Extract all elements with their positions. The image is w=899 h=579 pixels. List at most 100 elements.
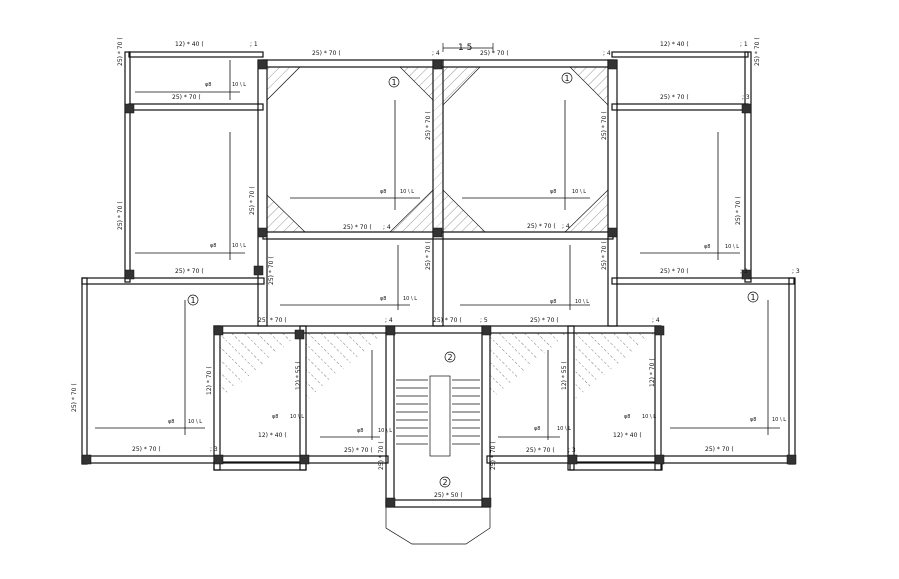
vertical-beam-label: 12) * 55 ( <box>295 361 302 390</box>
rebar-label: 10 \ L <box>403 296 417 302</box>
vertical-beam-label: 12) * 55 ( <box>561 361 568 390</box>
rebar-label: 10 \ L <box>642 414 656 420</box>
beam-label: 25) * 70 ( <box>527 223 556 230</box>
rebar-label: φ8 <box>380 296 386 302</box>
rebar-label: φ8 <box>534 426 540 432</box>
beam-label: 25) * 70 ( <box>660 268 689 275</box>
column <box>432 227 443 238</box>
beam-label: 25) * 70 ( <box>343 224 372 231</box>
column <box>213 325 224 336</box>
vertical-beam-label: 25) * 70 ( <box>601 241 608 270</box>
section-mark: ; 1 <box>250 41 258 48</box>
beam-label: 25) * 70 ( <box>344 447 373 454</box>
vertical-beam-label: 25) * 70 ( <box>378 441 385 470</box>
rebar-label: φ8 <box>272 414 278 420</box>
rebar-label: φ8 <box>205 82 211 88</box>
rebar-label: φ8 <box>624 414 630 420</box>
vertical-beam-label: 25) * 70 ( <box>117 201 124 230</box>
beam-label: 12) * 40 ( <box>613 432 642 439</box>
rebar-label: φ8 <box>550 189 556 195</box>
vertical-beam-label: 12) * 70 ( <box>649 358 656 387</box>
vertical-beam-label: 25) * 70 ( <box>490 441 497 470</box>
section-mark: ; 1 <box>740 41 748 48</box>
vertical-beam-label: 25) * 70 ( <box>268 256 275 285</box>
column <box>786 454 797 465</box>
slab-mark-circle <box>561 72 573 84</box>
hatched-zones <box>266 66 609 233</box>
small-marks: ; 1; 1; 4; 4; 3; 4; 4; 3; 4; 5; 4; 3; 3;… <box>210 41 800 454</box>
slab-mark-circle <box>444 351 456 363</box>
column <box>385 497 396 508</box>
rebar-label: 10 \ L <box>232 82 246 88</box>
beam-label: 25) * 70 ( <box>660 94 689 101</box>
beam-label: 25) * 70 ( <box>526 447 555 454</box>
top-dimension: 1 5 <box>442 43 494 53</box>
column <box>253 265 264 276</box>
slab-mark-number: 1 <box>191 296 196 305</box>
section-mark: ; 4 <box>603 50 611 57</box>
column <box>124 103 135 114</box>
beam-label: 25) * 70 ( <box>175 268 204 275</box>
beam-label: 25) * 70 ( <box>705 446 734 453</box>
beam-label: 12) * 40 ( <box>175 41 204 48</box>
vertical-beam-label: 25) * 70 ( <box>601 111 608 140</box>
rebar-label: 10 \ L <box>290 414 304 420</box>
beam-labels: 12) * 40 ( 25) * 70 ( 25) * 70 ( 12) * 40 (… <box>132 41 734 499</box>
section-mark: ; 4 <box>432 50 440 57</box>
column <box>741 103 752 114</box>
beam-label: 25) * 70 ( <box>480 50 509 57</box>
column <box>607 59 618 70</box>
column <box>741 269 752 280</box>
vertical-beam-label: 25) * 70 ( <box>425 111 432 140</box>
section-mark: ; 4 <box>562 223 570 230</box>
column <box>81 454 92 465</box>
column <box>294 329 305 340</box>
rebar-label: 10 \ L <box>557 426 571 432</box>
rebar-label: φ8 <box>210 243 216 249</box>
beam-label: 25) * 70 ( <box>132 446 161 453</box>
rebar-label: 10 \ L <box>575 299 589 305</box>
rebar-label: φ8 <box>704 244 710 250</box>
column <box>607 227 618 238</box>
slab-mark-circle <box>439 476 451 488</box>
rebar-label: φ8 <box>168 419 174 425</box>
slab-mark-number: 1 <box>751 293 756 302</box>
column <box>654 325 665 336</box>
section-mark: ; 4 <box>385 317 393 324</box>
rebar-label: φ8 <box>380 189 386 195</box>
column <box>124 269 135 280</box>
rebar-lines <box>95 60 780 440</box>
slab-mark-circle <box>388 76 400 88</box>
rebar-label: φ8 <box>357 428 363 434</box>
columns <box>81 59 797 508</box>
reinforcement-labels: φ8 10 \ L φ8 10 \ L φ8 10 \ L φ8 10 \ L φ8 10 \ L… <box>168 82 786 434</box>
column <box>567 454 578 465</box>
vertical-beam-label: 25) * 70 ( <box>117 37 124 66</box>
beam-label: 12) * 40 ( <box>258 432 287 439</box>
column <box>481 497 492 508</box>
column <box>299 454 310 465</box>
section-mark: ; 3 <box>792 268 800 275</box>
rebar-label: 10 \ L <box>232 243 246 249</box>
beam-label: 25) * 70 ( <box>530 317 559 324</box>
rebar-label: 10 \ L <box>400 189 414 195</box>
column <box>213 454 224 465</box>
rebar-label: φ8 <box>750 417 756 423</box>
dashed-slab-zones <box>220 333 655 400</box>
beam-label: 12) * 40 ( <box>660 41 689 48</box>
slab-mark-number: 2 <box>443 478 448 487</box>
rebar-label: 10 \ L <box>378 428 392 434</box>
column <box>257 59 268 70</box>
beam-label: 25) * 50 ( <box>434 492 463 499</box>
section-mark: ; 3 <box>210 446 218 453</box>
rebar-label: 10 \ L <box>725 244 739 250</box>
section-mark: ; 4 <box>383 224 391 231</box>
section-mark: ; 4 <box>652 317 660 324</box>
section-mark: ; 5 <box>480 317 488 324</box>
rebar-label: 10 \ L <box>188 419 202 425</box>
column <box>654 454 665 465</box>
vertical-beam-label: 12) * 70 ( <box>206 366 213 395</box>
vertical-beam-label: 25) * 70 ( <box>735 196 742 225</box>
beam-label: 25) * 70 ( <box>433 317 462 324</box>
